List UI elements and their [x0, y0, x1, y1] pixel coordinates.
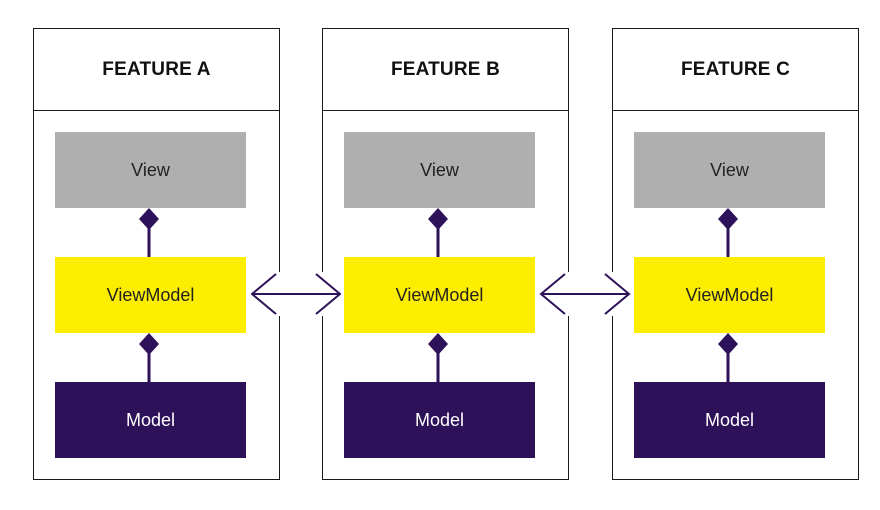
feature-b-view-box: View	[344, 132, 535, 208]
feature-a-view-box: View	[55, 132, 246, 208]
feature-c-viewmodel-composition-connector	[718, 333, 738, 382]
feature-c-view-composition-connector	[718, 208, 738, 257]
double-arrow-b-c	[539, 272, 631, 316]
feature-b-panel: FEATURE B View ViewModel Model	[322, 28, 569, 480]
feature-a-viewmodel-box: ViewModel	[55, 257, 246, 333]
feature-a-viewmodel-composition-connector	[139, 333, 159, 382]
feature-b-viewmodel-composition-connector	[428, 333, 448, 382]
feature-b-model-box: Model	[344, 382, 535, 458]
feature-b-view-composition-connector	[428, 208, 448, 257]
feature-a-model-box: Model	[55, 382, 246, 458]
feature-a-view-composition-connector	[139, 208, 159, 257]
feature-b-model-label: Model	[414, 409, 465, 430]
feature-a-view-label: View	[131, 159, 170, 180]
feature-c-panel: FEATURE C View ViewModel Model	[612, 28, 859, 480]
feature-c-model-box: Model	[634, 382, 825, 458]
double-arrow-a-b	[250, 272, 342, 316]
feature-b-viewmodel-box: ViewModel	[344, 257, 535, 333]
feature-c-view-label: View	[710, 159, 749, 180]
feature-c-view-box: View	[634, 132, 825, 208]
feature-a-viewmodel-label: ViewModel	[106, 284, 195, 305]
feature-a-model-label: Model	[125, 409, 176, 430]
feature-a-panel: FEATURE A View ViewModel Model	[33, 28, 280, 480]
feature-c-title: FEATURE C	[613, 29, 858, 111]
feature-b-viewmodel-label: ViewModel	[395, 284, 484, 305]
feature-c-viewmodel-label: ViewModel	[685, 284, 774, 305]
feature-c-model-label: Model	[704, 409, 755, 430]
feature-c-viewmodel-box: ViewModel	[634, 257, 825, 333]
feature-b-view-label: View	[420, 159, 459, 180]
feature-a-title: FEATURE A	[34, 29, 279, 111]
feature-b-title: FEATURE B	[323, 29, 568, 111]
